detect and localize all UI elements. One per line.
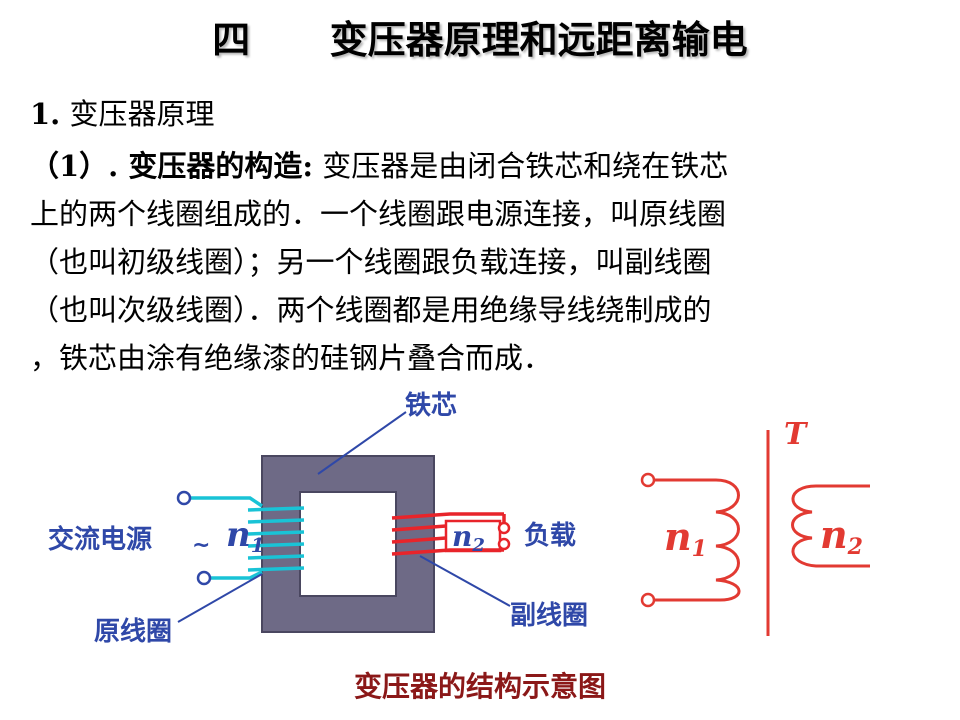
symbol-label: T [784,417,809,452]
transformer-diagram: 铁芯 ~ n1 交流电源 原线圈 n2 负载 副线圈 T [48,390,870,703]
primary-turns-sub: 1 [251,533,265,557]
core-leader-line [317,411,407,475]
ac-source-label: 交流电源 [48,524,152,555]
paragraph-lead: （1）. 变压器的构造: [30,149,314,183]
secondary-leader-line [419,555,511,607]
primary-turns-main: n [226,515,251,555]
symbol-n2-sub: 2 [847,534,863,560]
primary-turns-label: n1 [226,515,265,557]
secondary-turns-main: n [452,520,472,553]
ac-symbol: ~ [192,533,210,558]
symbol-primary-winding [652,478,741,602]
primary-terminal-top [176,490,192,506]
section-number: 1. [30,97,61,131]
load-label: 负载 [524,521,576,551]
primary-coil [186,496,305,580]
paragraph-line-1-text: 变压器是由闭合铁芯和绕在铁芯 [313,149,729,183]
primary-terminal-bottom [196,570,212,586]
paragraph-line-3: （也叫初级线圈）；另一个线圈跟负载连接，叫副线圈 [30,245,712,279]
symbol-secondary-winding [791,484,870,568]
core-label: 铁芯 [405,390,457,421]
symbol-n2-label: n2 [820,512,863,560]
symbol-primary-terminal-bottom [640,592,656,608]
body-paragraph: （1）. 变压器的构造: 变压器是由闭合铁芯和绕在铁芯 上的两个线圈组成的．一个… [30,142,935,382]
symbol-primary-terminal-top [640,472,656,488]
symbol-n1-main: n [664,514,692,559]
symbol-n1-label: n1 [664,514,707,562]
primary-coil-label: 原线圈 [94,617,172,647]
secondary-terminal-top [497,521,511,535]
secondary-coil-label: 副线圈 [510,601,588,631]
symbol-n2-main: n [820,512,848,557]
paragraph-line-5: ，铁芯由涂有绝缘漆的硅钢片叠合而成． [30,341,553,375]
paragraph-line-4: （也叫次级线圈）．两个线圈都是用绝缘导线绕制成的 [30,293,712,327]
slide-title: 四 变压器原理和远距离输电 [212,17,748,62]
secondary-terminal-bottom [497,537,511,551]
primary-leader-line [177,573,263,623]
paragraph-line-2: 上的两个线圈组成的．一个线圈跟电源连接，叫原线圈 [30,197,727,231]
section-heading-text: 变压器原理 [69,97,215,131]
load-box-outline [444,519,502,553]
secondary-turns-label: n2 [452,520,485,556]
symbol-n1-sub: 1 [692,536,707,562]
section-heading: 1. 变压器原理 [30,94,215,134]
secondary-turns-sub: 2 [471,535,485,556]
diagram-caption: 变压器的结构示意图 [354,670,606,703]
paragraph-line-1: （1）. 变压器的构造: 变压器是由闭合铁芯和绕在铁芯 [30,142,935,190]
transformer-symbol: T n1 n2 [640,417,870,636]
